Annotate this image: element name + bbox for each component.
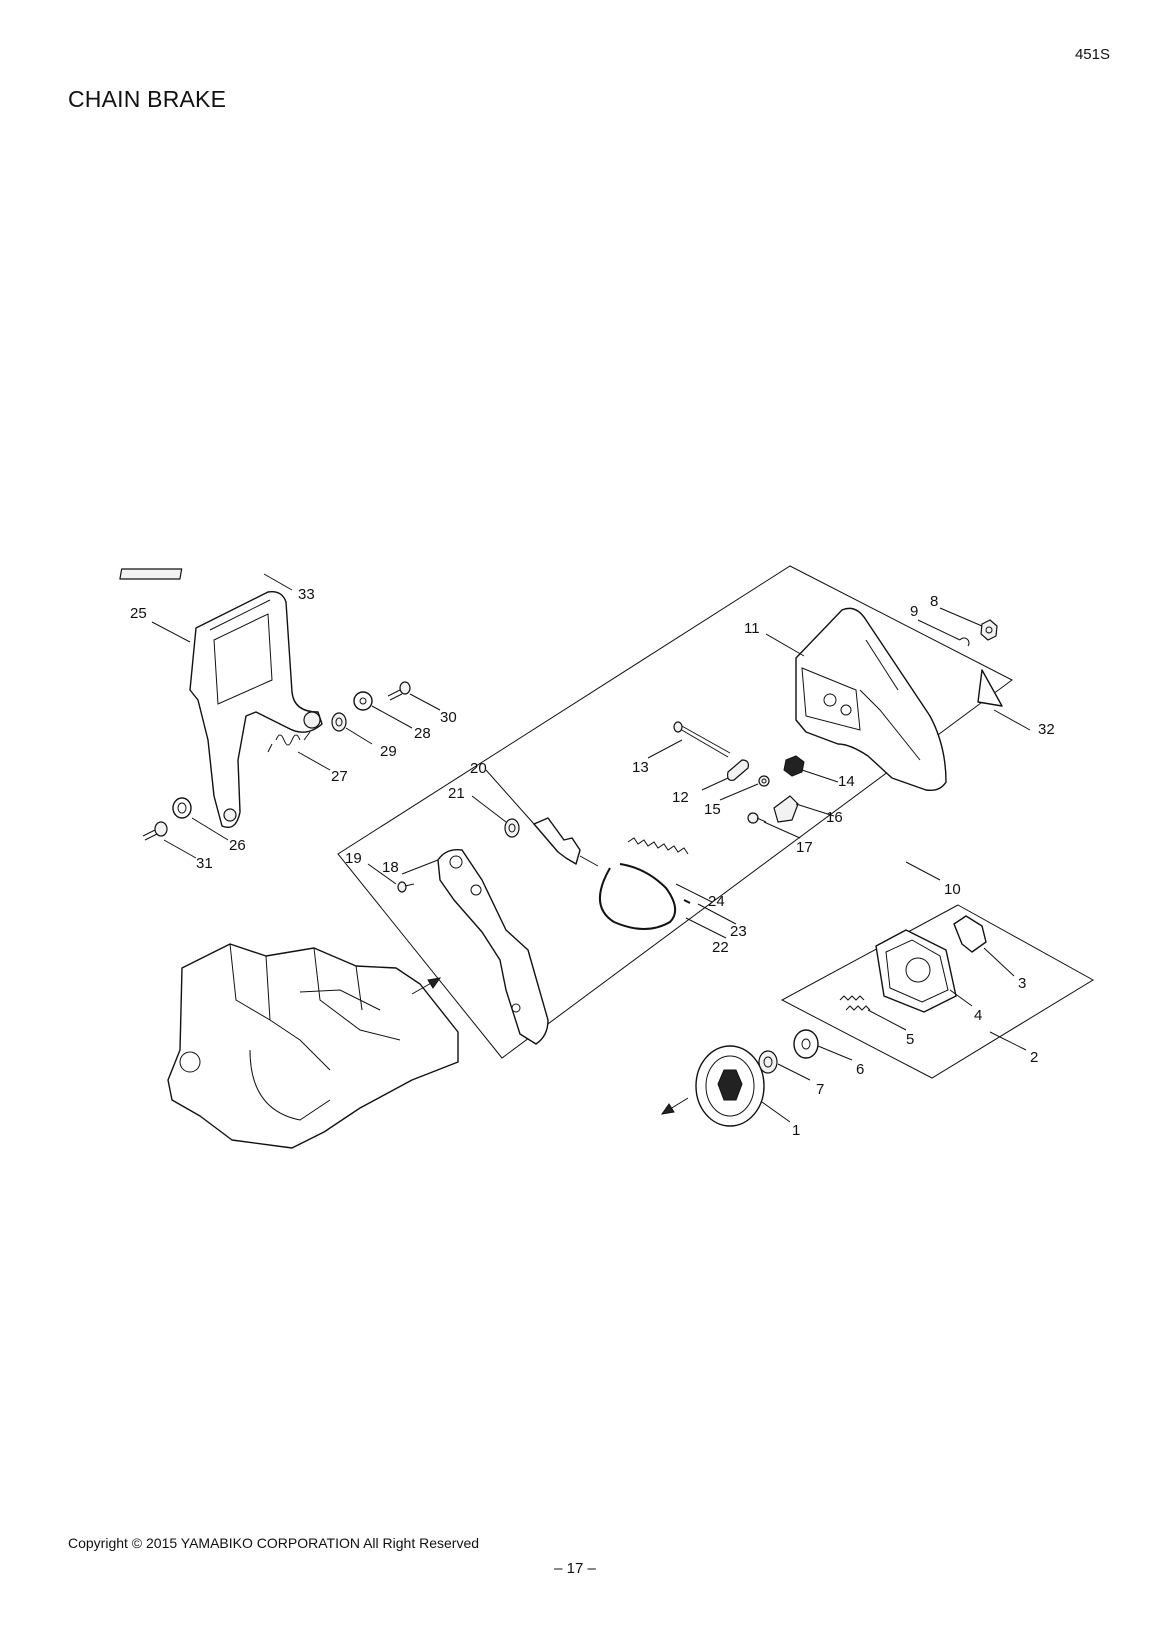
- assembly-10-outline: [337, 565, 1013, 1059]
- part-20-brake-lever: [533, 817, 581, 865]
- callout-2: 2: [1030, 1049, 1038, 1066]
- part-25-hand-guard: [189, 591, 323, 829]
- part-12-lever: [727, 759, 749, 781]
- model-number: 451S: [1074, 46, 1110, 63]
- part-16-bracket: [773, 795, 799, 823]
- callout-1: 1: [792, 1122, 800, 1139]
- part-32-triangle-plate: [977, 669, 1003, 707]
- callout-3: 3: [1018, 975, 1026, 992]
- part-29-collar: [331, 712, 347, 732]
- assembly-direction-arrow-icon: [411, 977, 442, 995]
- callout-5: 5: [906, 1031, 914, 1048]
- part-21-collar: [504, 818, 520, 838]
- part-18-brake-arm: [437, 849, 549, 1045]
- callout-33: 33: [298, 586, 315, 603]
- part-27-spring: [267, 731, 311, 753]
- crankcase: [167, 943, 459, 1149]
- callout-21: 21: [448, 785, 465, 802]
- part-20-arm: [579, 855, 599, 867]
- callout-28: 28: [414, 725, 431, 742]
- part-17-screw: [747, 812, 767, 824]
- callout-27: 27: [331, 768, 348, 785]
- callout-29: 29: [380, 743, 397, 760]
- callout-25: 25: [130, 605, 147, 622]
- part-26-collar: [172, 797, 192, 819]
- part-3-clutch-shoe: [953, 915, 987, 953]
- callout-26: 26: [229, 837, 246, 854]
- page-number: – 17 –: [554, 1560, 596, 1577]
- callout-19: 19: [345, 850, 362, 867]
- part-8-nut: [980, 619, 998, 641]
- part-24-spring: [627, 837, 689, 855]
- callout-22: 22: [712, 939, 729, 956]
- copyright-notice: Copyright © 2015 YAMABIKO CORPORATION Al…: [68, 1535, 480, 1551]
- part-33-label: [119, 568, 183, 580]
- callout-23: 23: [730, 923, 747, 940]
- callout-7: 7: [816, 1081, 824, 1098]
- part-14-adjuster: [783, 755, 805, 777]
- callout-30: 30: [440, 709, 457, 726]
- callout-8: 8: [930, 593, 938, 610]
- callout-32: 32: [1038, 721, 1055, 738]
- callout-14: 14: [838, 773, 855, 790]
- part-22-brake-band: [598, 863, 677, 930]
- part-4-clutch: [875, 929, 957, 1013]
- callout-20: 20: [470, 760, 487, 777]
- part-19-screw: [397, 881, 415, 893]
- part-23-pin: [683, 899, 691, 904]
- callout-6: 6: [856, 1061, 864, 1078]
- assembly-direction-arrow-icon: [660, 1097, 689, 1115]
- callout-4: 4: [974, 1007, 982, 1024]
- part-6-washer: [793, 1029, 819, 1059]
- part-30-screw: [387, 681, 411, 701]
- callout-13: 13: [632, 759, 649, 776]
- part-7-needle-bearing: [758, 1050, 778, 1074]
- callout-17: 17: [796, 839, 813, 856]
- page-title: CHAIN BRAKE: [68, 86, 227, 112]
- part-1-sprocket-drum: [695, 1045, 765, 1127]
- callout-12: 12: [672, 789, 689, 806]
- part-31-bolt: [142, 821, 168, 841]
- part-5-spring: [839, 995, 871, 1011]
- part-28-washer: [353, 691, 373, 711]
- callout-10: 10: [944, 881, 961, 898]
- callout-9: 9: [910, 603, 918, 620]
- callout-24: 24: [708, 893, 725, 910]
- callout-18: 18: [382, 859, 399, 876]
- callout-15: 15: [704, 801, 721, 818]
- leader-lines: [151, 573, 1031, 1123]
- part-13-pin: [673, 721, 731, 758]
- callout-11: 11: [744, 620, 760, 637]
- part-11-sprocket-cover: [795, 607, 947, 792]
- assembly-2-outline: [780, 904, 1094, 1079]
- part-15-nut: [758, 775, 770, 787]
- callout-16: 16: [826, 809, 843, 826]
- callout-31: 31: [196, 855, 213, 872]
- part-9-clip: [959, 637, 970, 647]
